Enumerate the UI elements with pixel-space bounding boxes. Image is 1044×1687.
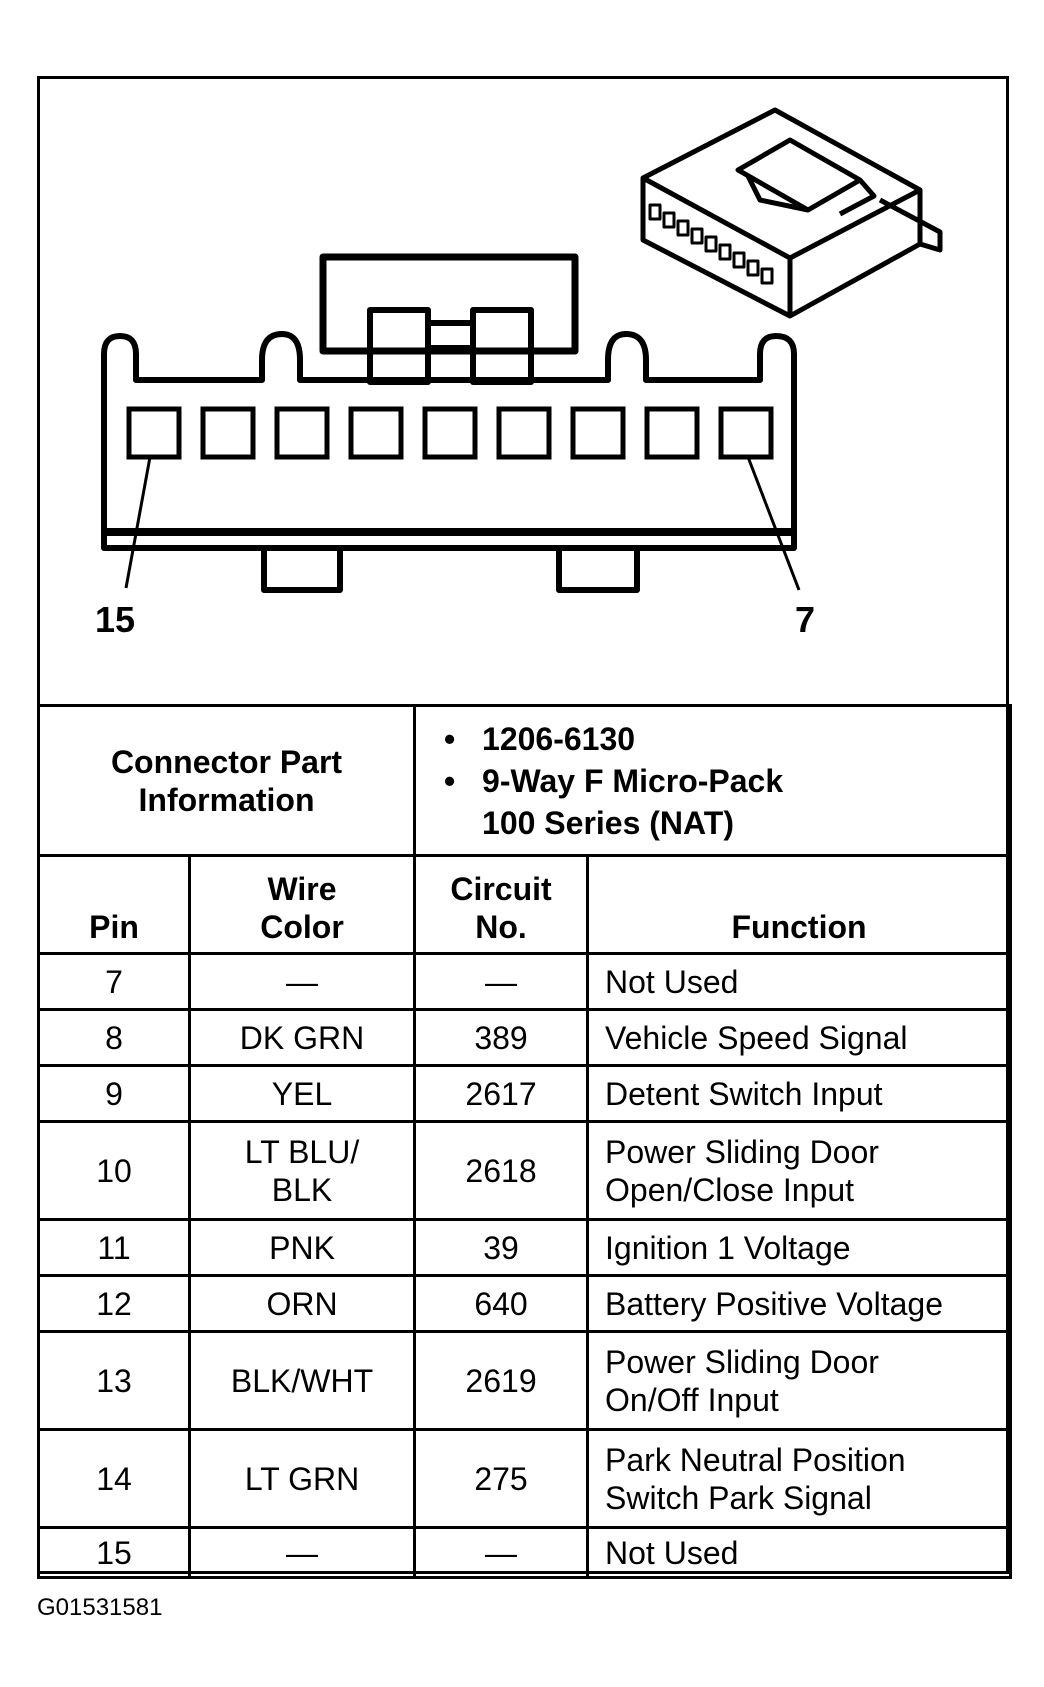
- pin-cell: 15: [37, 1526, 191, 1579]
- connector-info-row: Connector Part Information 1206-6130 9-W…: [36, 704, 1013, 857]
- header-function: Function: [586, 854, 1013, 955]
- header-pin: Pin: [37, 854, 191, 955]
- connector-diagram: [101, 107, 943, 593]
- circuit-cell: 275: [413, 1428, 590, 1529]
- wire-color-cell: DK GRN: [187, 1008, 417, 1067]
- pin-cell: 13: [37, 1330, 191, 1431]
- connector-info-label-line2: Information: [138, 781, 315, 818]
- cavity-7: [718, 406, 774, 460]
- circuit-cell: —: [413, 952, 590, 1011]
- wire-color-cell: ORN: [187, 1274, 417, 1333]
- wire-color-cell: PNK: [187, 1218, 417, 1277]
- pin-cell: 11: [37, 1218, 191, 1277]
- part-number: 1206-6130: [444, 718, 1009, 760]
- cavity-10: [496, 406, 552, 460]
- wire-color-cell: YEL: [187, 1064, 417, 1123]
- circuit-cell: 389: [413, 1008, 590, 1067]
- circuit-cell: 2619: [413, 1330, 590, 1431]
- function-cell: Ignition 1 Voltage: [586, 1218, 1013, 1277]
- connector-info-values: 1206-6130 9-Way F Micro-Pack 100 Series …: [413, 704, 1013, 857]
- wire-color-cell: LT BLU/BLK: [187, 1120, 417, 1221]
- pin-label-7: 7: [795, 599, 816, 640]
- connector-body: [101, 331, 797, 551]
- pin-label-15: 15: [95, 599, 136, 640]
- pin-cell: 12: [37, 1274, 191, 1333]
- connector-type-line2: 100 Series (NAT): [482, 804, 734, 841]
- connector-type-line1: 9-Way F Micro-Pack: [482, 762, 784, 799]
- pin-cell: 7: [37, 952, 191, 1011]
- pinout-table: Connector Part Information 1206-6130 9-W…: [36, 704, 1013, 1579]
- figure-reference-code: G01531581: [37, 1594, 163, 1621]
- circuit-cell: 2617: [413, 1064, 590, 1123]
- cavity-9: [570, 406, 626, 460]
- circuit-cell: 39: [413, 1218, 590, 1277]
- function-cell: Vehicle Speed Signal: [586, 1008, 1013, 1067]
- leader-line-15: [124, 456, 152, 589]
- connector-info-label-line1: Connector Part: [110, 743, 343, 780]
- table-row: 7——Not Used: [37, 952, 1013, 1011]
- wire-color-cell: LT GRN: [187, 1428, 417, 1529]
- pin-cell: 9: [37, 1064, 191, 1123]
- cavity-13: [274, 406, 330, 460]
- cavity-15: [126, 406, 182, 460]
- function-cell: Not Used: [586, 952, 1013, 1011]
- cavity-8: [644, 406, 700, 460]
- locking-tab: [319, 253, 579, 355]
- circuit-cell: —: [413, 1526, 590, 1579]
- function-cell: Battery Positive Voltage: [586, 1274, 1013, 1333]
- wire-color-cell: BLK/WHT: [187, 1330, 417, 1431]
- cavity-14: [200, 406, 256, 460]
- connector-3d-view: [640, 107, 943, 319]
- connector-info-label: Connector Part Information: [36, 704, 417, 857]
- cavity-11: [422, 406, 478, 460]
- pin-cell: 14: [37, 1428, 191, 1529]
- connector-type: 9-Way F Micro-Pack 100 Series (NAT): [444, 760, 1009, 844]
- table-row: 15——Not Used: [37, 1526, 1013, 1579]
- wire-color-cell: —: [187, 952, 417, 1011]
- function-cell: Not Used: [586, 1526, 1013, 1579]
- pin-cell: 8: [37, 1008, 191, 1067]
- function-cell: Detent Switch Input: [586, 1064, 1013, 1123]
- circuit-cell: 640: [413, 1274, 590, 1333]
- cavity-12: [348, 406, 404, 460]
- pin-cell: 10: [37, 1120, 191, 1221]
- circuit-cell: 2618: [413, 1120, 590, 1221]
- wire-color-cell: —: [187, 1526, 417, 1579]
- leader-line-7: [746, 456, 801, 591]
